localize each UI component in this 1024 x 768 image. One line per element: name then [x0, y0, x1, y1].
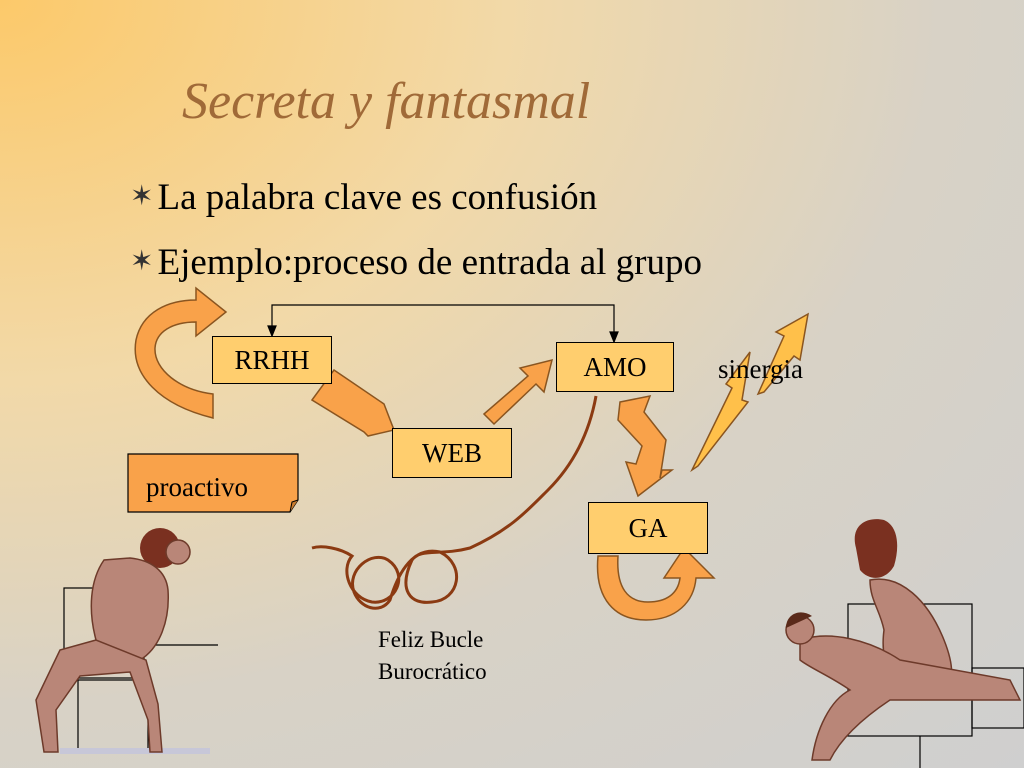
bullet-text: Ejemplo:proceso de entrada al grupo — [157, 242, 702, 283]
curved-arrow-icon — [596, 546, 716, 621]
bullet-item: ✶Ejemplo:proceso de entrada al grupo — [130, 241, 702, 284]
node-proactivo: proactivo — [146, 472, 248, 502]
bullet-text: La palabra clave es confusión — [157, 177, 598, 218]
node-ga: GA — [588, 502, 708, 554]
arrow-amo-ga — [617, 394, 675, 498]
arrow-web-to-amo — [482, 358, 554, 426]
sinergia-label: sinergia — [718, 354, 803, 384]
bureaucratic-loop-line — [311, 395, 598, 610]
loop-caption: Feliz Bucle Burocrático — [378, 624, 487, 688]
clipart-figure — [785, 519, 1024, 768]
node-amo: AMO — [556, 342, 674, 392]
star-bullet-icon: ✶ — [130, 246, 154, 277]
bullet-item: ✶La palabra clave es confusión — [130, 176, 597, 219]
connector-line — [267, 304, 619, 344]
caption-line: Burocrático — [378, 659, 487, 684]
star-bullet-icon: ✶ — [130, 181, 154, 212]
caption-line: Feliz Bucle — [378, 627, 484, 652]
curved-arrow-icon — [134, 286, 228, 419]
node-web: WEB — [392, 428, 512, 478]
lightning-bolt-icon — [690, 312, 810, 473]
node-rrhh: RRHH — [212, 336, 332, 384]
clipart-figure — [35, 528, 218, 754]
slide-title: Secreta y fantasmal — [182, 73, 591, 130]
